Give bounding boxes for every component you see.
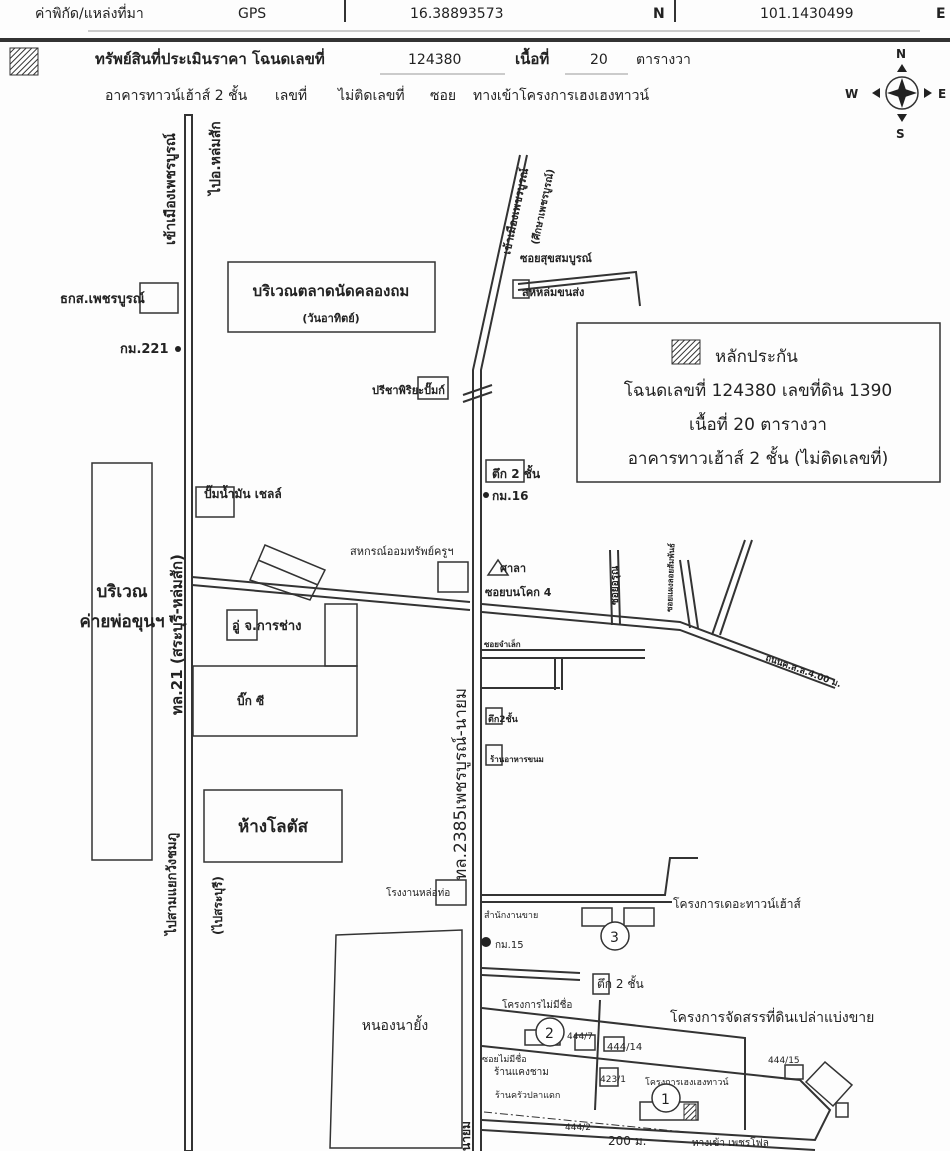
area-label: เนื้อที่ xyxy=(515,47,549,68)
label: กม.16 xyxy=(492,489,528,503)
label: ตึก 2 ชั้น xyxy=(597,975,644,991)
label: นายม xyxy=(459,1121,473,1151)
label: สหกรณ์ออมทรัพย์ครูฯ xyxy=(350,545,454,558)
label: ทล.2385เพชรบูรณ์-นายม xyxy=(451,688,471,880)
label: ตึก2ชั้น xyxy=(488,712,519,725)
sala-icon xyxy=(486,558,510,576)
label: กม.15 xyxy=(495,940,524,951)
compass-icon: N S W E xyxy=(845,47,946,141)
building-type: อาคารทาวน์เฮ้าส์ 2 ชั้น xyxy=(105,85,248,104)
label: บริเวณตลาดนัดคลองถม xyxy=(253,282,410,300)
bottom-note: ทางเข้า เพชรโฟล xyxy=(692,1136,769,1149)
buildings xyxy=(91,261,854,1149)
label: โครงการไม่มีชื่อ xyxy=(502,997,572,1011)
label: ถนนค.ส.ล.4.00 ม. xyxy=(764,653,842,690)
label: หนองนายั้ง xyxy=(362,1015,429,1034)
no-value: ไม่ติดเลขที่ xyxy=(337,86,405,104)
roads xyxy=(184,114,836,1151)
label: 444/2 xyxy=(565,1123,591,1133)
label: สหหล่มขนส่ง xyxy=(522,286,584,299)
label: ร้านอาหารขนม xyxy=(490,754,544,764)
compass-e: E xyxy=(938,87,946,101)
label: ซอยอรุณ xyxy=(610,565,621,605)
longitude: 101.1430499 xyxy=(760,6,854,22)
label: 444/14 xyxy=(607,1042,642,1053)
label: ซอยจำเล็ก xyxy=(484,638,521,649)
label: ซอยสุขสมบูรณ์ xyxy=(520,252,593,266)
label: โครงการจัดสรรที่ดินเปล่าแบ่งขาย xyxy=(670,1008,874,1026)
label: ไปอ.หล่มสัก xyxy=(206,121,224,197)
lat-dir: N xyxy=(653,6,665,22)
legend-title: หลักประกัน xyxy=(715,347,798,367)
property-label: ทรัพย์สินที่ประเมินราคา โฉนดเลขที่ xyxy=(95,48,325,68)
label: ห้างโลตัส xyxy=(238,816,309,837)
legend-box: หลักประกัน โฉนดเลขที่ 124380 เลขที่ดิน 1… xyxy=(576,322,941,483)
label: 444/7 xyxy=(567,1032,593,1042)
label: ปรีชาพิริยะปั๊มก์ xyxy=(372,382,445,397)
label: ซอยไม่มีชื่อ xyxy=(482,1052,527,1065)
label: เข้าเมืองเพชรบูรณ์ xyxy=(500,166,532,256)
label: ซอยแผงลอยสัมพันธ์ xyxy=(664,543,676,612)
compass-w: W xyxy=(845,87,858,101)
label: บริเวณ xyxy=(96,582,147,602)
label: ปั๊มน้ำมัน เชลล์ xyxy=(204,484,282,501)
collateral-marker xyxy=(683,1103,697,1121)
legend-building: อาคารทาวเฮ้าส์ 2 ชั้น (ไม่ติดเลขที่) xyxy=(628,446,889,469)
area-unit: ตารางวา xyxy=(636,52,691,68)
label: 200 ม. xyxy=(608,1134,646,1148)
label: ร้านครัวปลาแดก xyxy=(495,1090,560,1101)
label: สำนักงานขาย xyxy=(484,910,538,921)
legend-area: เนื้อที่ 20 ตารางวา xyxy=(689,412,827,435)
label: 444/15 xyxy=(768,1056,800,1066)
label: ร้านแคงชาม xyxy=(494,1066,549,1078)
marker-number: 1 xyxy=(661,1092,670,1108)
map-labels: เข้าเมืองเพชรบูรณ์ ไปอ.หล่มสัก ธกส.เพชรบ… xyxy=(60,121,874,1151)
label: (ไปสระบุรี) xyxy=(210,876,226,935)
label: ธกส.เพชรบูรณ์ xyxy=(60,291,145,307)
label: 423/1 xyxy=(600,1075,626,1085)
hatch-legend-icon xyxy=(671,339,701,365)
distance-arrow xyxy=(483,1111,686,1133)
area-value: 20 xyxy=(590,52,608,68)
label: กม.221 xyxy=(120,342,169,357)
pond-outline xyxy=(329,929,463,1149)
soi-label: ซอย xyxy=(430,88,456,104)
label: โรงงานหล่อท่อ xyxy=(386,886,450,899)
marker-1: 1 xyxy=(651,1083,681,1113)
legend-deed: โฉนดเลขที่ 124380 เลขที่ดิน 1390 xyxy=(624,378,893,401)
marker-2: 2 xyxy=(535,1017,565,1047)
label: บิ๊ก ซี xyxy=(237,691,264,708)
marker-3: 3 xyxy=(600,921,630,951)
compass-n: N xyxy=(896,47,906,61)
soi-value: ทางเข้าโครงการเฮงเฮงทาวน์ xyxy=(473,87,650,104)
source-value: GPS xyxy=(238,6,266,22)
label: ตึก 2 ชั้น xyxy=(492,464,541,481)
label: โครงการเดอะทาวน์เฮ้าส์ xyxy=(673,897,802,911)
label: ศาลา xyxy=(500,562,526,575)
source-label: ค่าพิกัด/แหล่งที่มา xyxy=(35,4,144,22)
deed-number: 124380 xyxy=(408,52,461,68)
latitude: 16.38893573 xyxy=(410,6,504,22)
label: ไปสามแยกวังชมภู xyxy=(163,833,180,937)
label: (ศึกษาเพชรบูรณ์) xyxy=(529,168,558,246)
marker-number: 2 xyxy=(545,1026,554,1042)
label: อู่ จ.การช่าง xyxy=(232,619,302,634)
compass-s: S xyxy=(896,127,905,141)
marker-number: 3 xyxy=(610,930,619,946)
label: ทล.21 (สระบุรี-หล่มสัก) xyxy=(168,554,187,715)
hatch-swatch-icon xyxy=(9,47,39,76)
lon-dir: E xyxy=(936,6,946,22)
label: (วันอาทิตย์) xyxy=(302,312,359,325)
label: ซอยบนโคก 4 xyxy=(485,585,552,599)
no-label: เลขที่ xyxy=(275,86,307,104)
label: เข้าเมืองเพชรบูรณ์ xyxy=(162,133,179,245)
gps-header: ค่าพิกัด/แหล่งที่มา GPS 16.38893573 N 10… xyxy=(0,0,950,42)
label: ค่ายพ่อขุนฯ xyxy=(79,612,164,632)
